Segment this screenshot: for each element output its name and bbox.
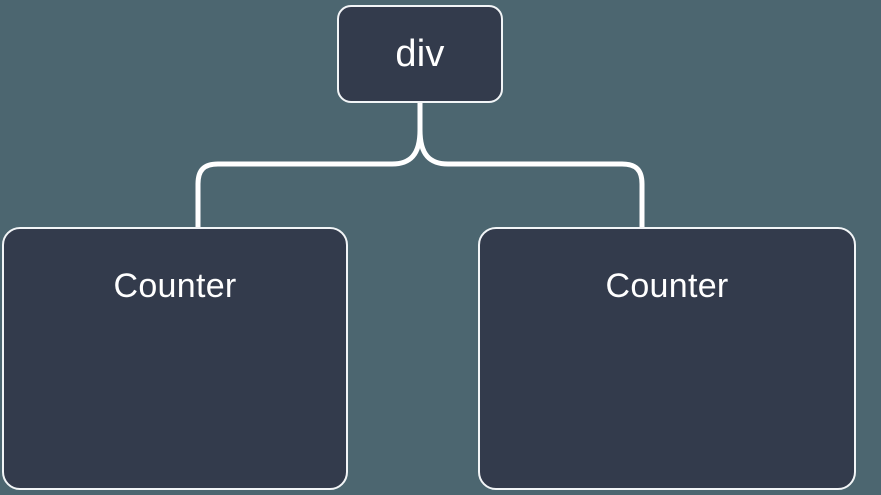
node-counter-right[interactable]: Counter count 1 [478, 227, 856, 490]
node-counter-left[interactable]: Counter count 0 [2, 227, 348, 490]
counter-title-left: Counter [113, 267, 237, 305]
node-div[interactable]: div [337, 5, 503, 103]
counter-title-right: Counter [605, 267, 729, 305]
connector-branch-left [195, 127, 423, 230]
node-div-label: div [395, 33, 445, 75]
connector-branch-right [417, 127, 645, 230]
